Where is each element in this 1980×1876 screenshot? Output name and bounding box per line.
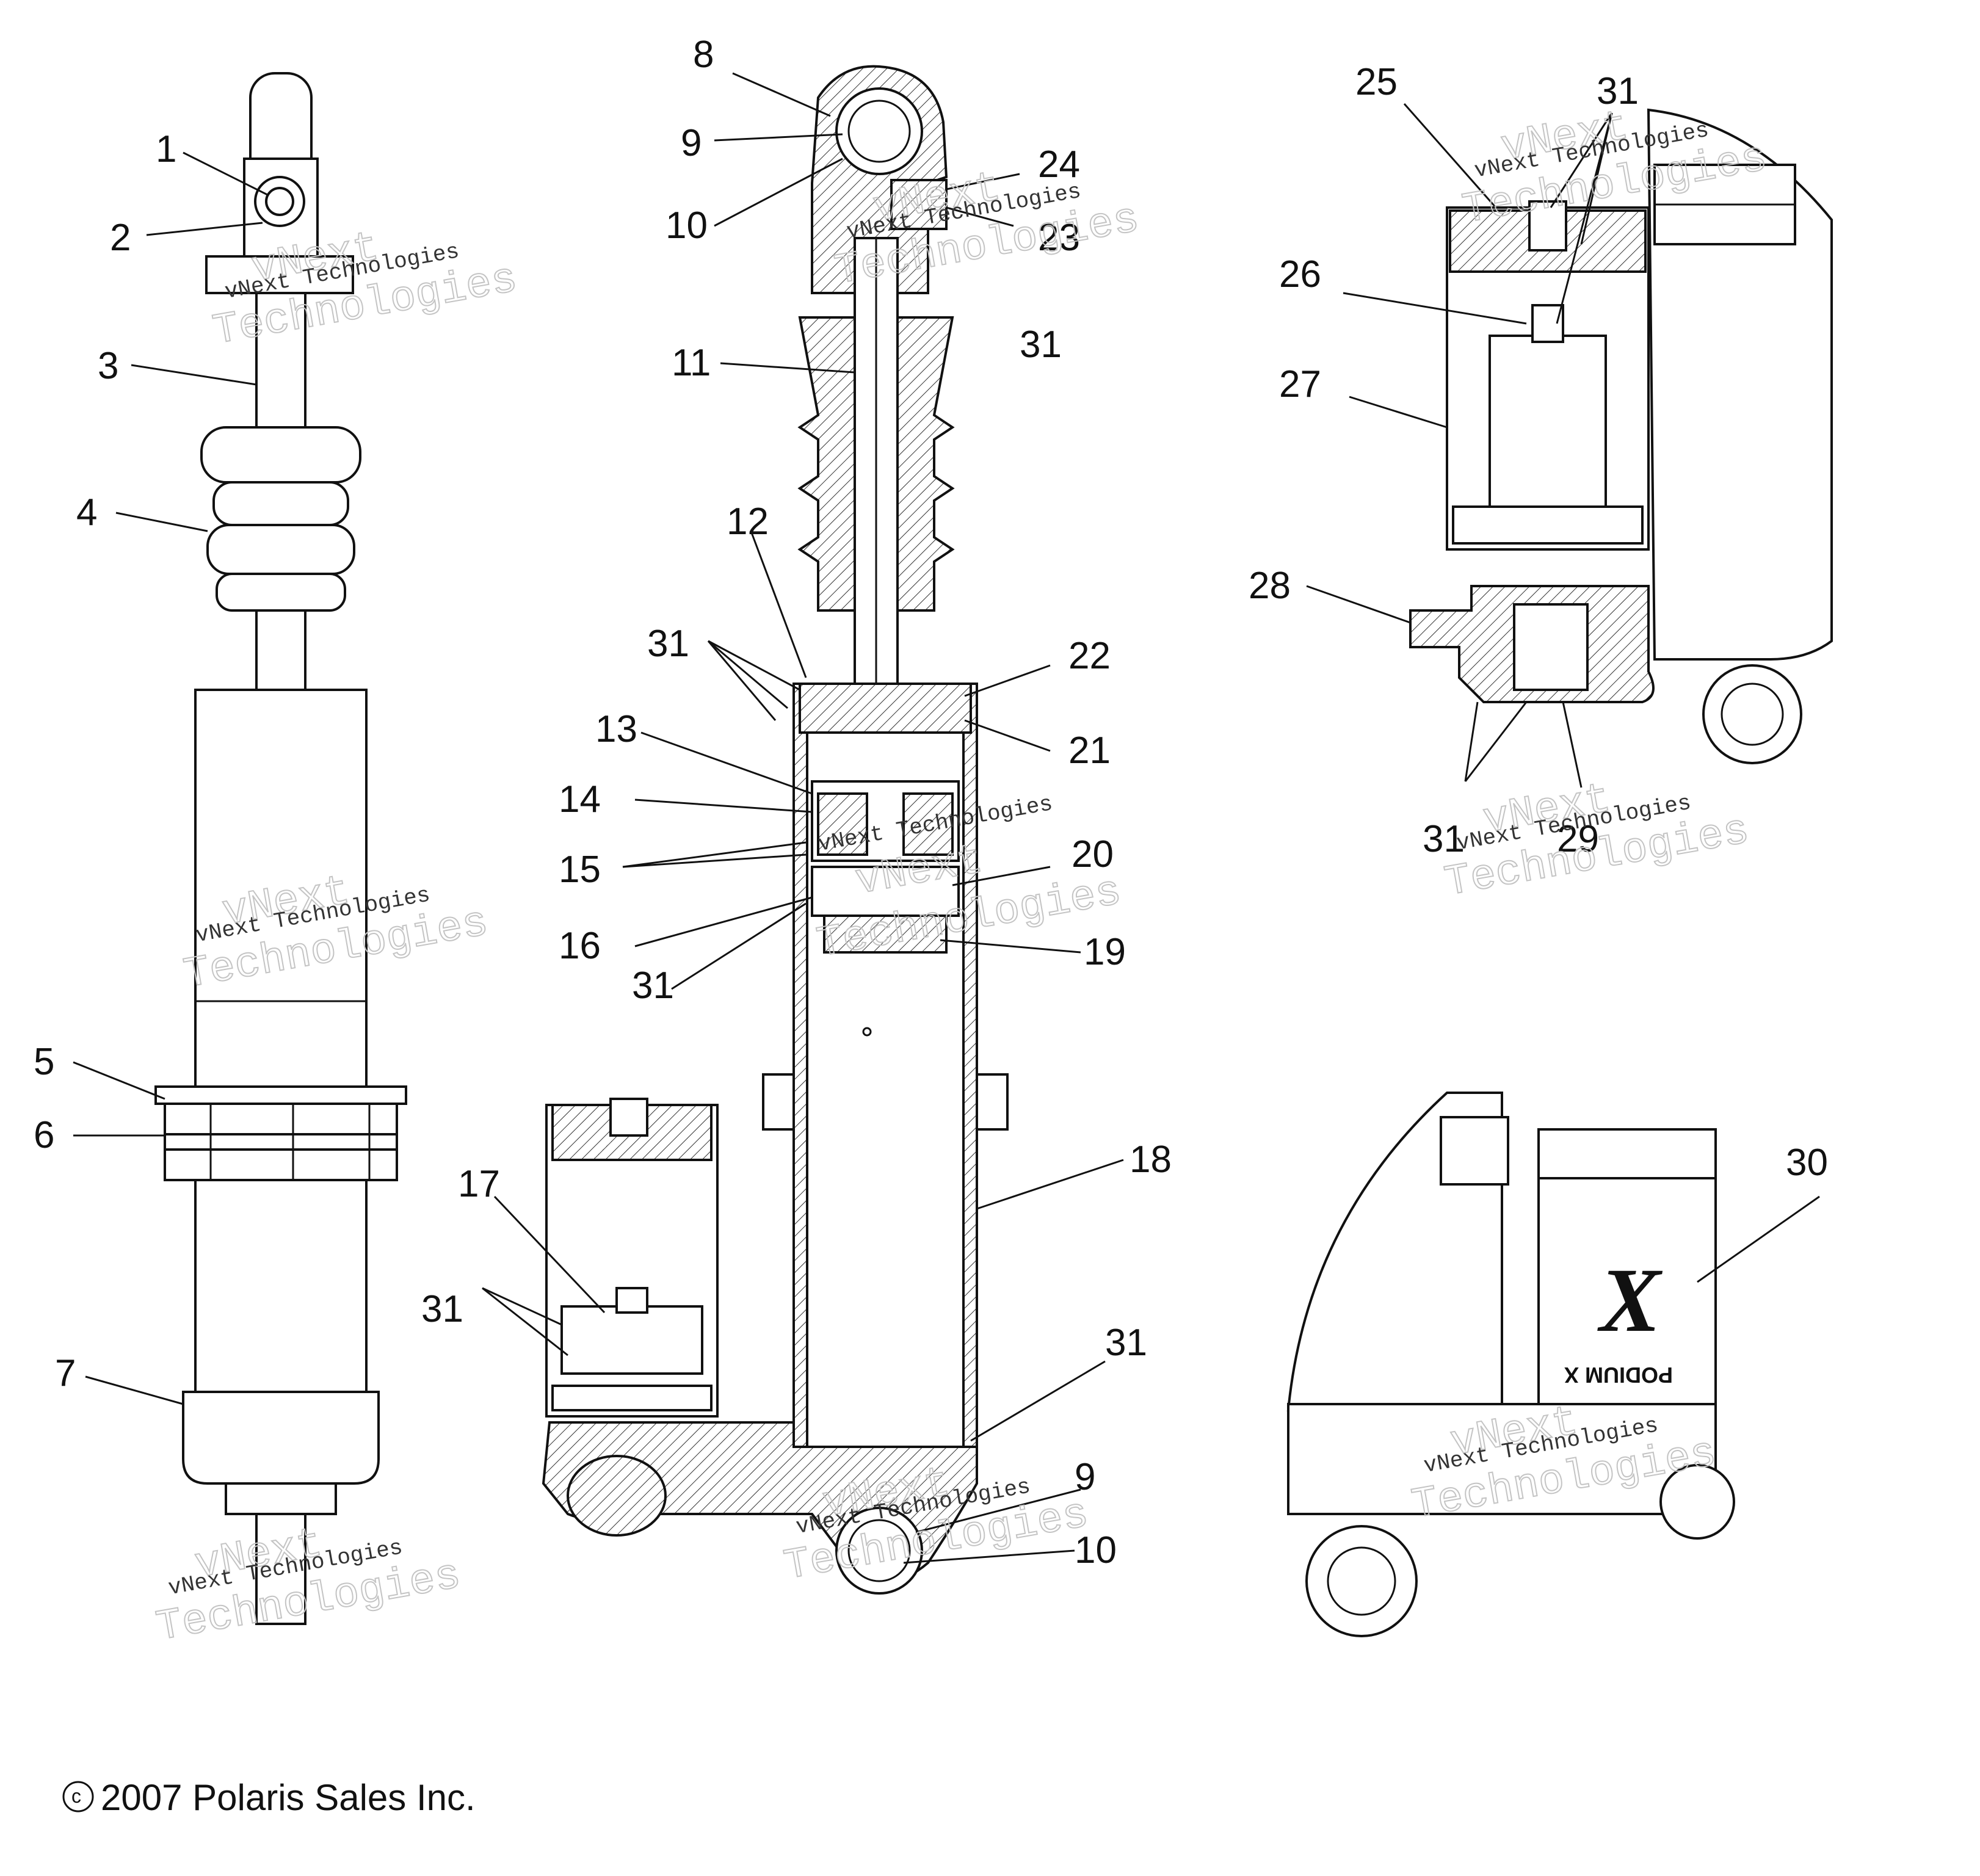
callout-9-bottom: 9 — [1075, 1456, 1095, 1498]
center-reservoir — [545, 1098, 719, 1418]
callout-8: 8 — [693, 34, 714, 76]
ifp — [1489, 335, 1607, 508]
callout-31-cap: 31 — [1597, 70, 1639, 112]
callout-4: 4 — [76, 491, 97, 534]
callout-30: 30 — [1786, 1142, 1828, 1184]
callout-23: 23 — [1038, 217, 1080, 259]
copyright-symbol: c — [71, 1785, 81, 1807]
eyelet-exterior — [1702, 664, 1802, 764]
callout-labels: 1 2 3 4 5 6 7 8 9 10 11 12 13 14 15 16 1… — [34, 34, 1828, 1571]
callout-2: 2 — [110, 217, 131, 259]
copyright-icon — [62, 1781, 94, 1813]
callout-18: 18 — [1130, 1139, 1172, 1181]
lower-eyelet-exterior — [1305, 1525, 1418, 1637]
callout-12: 12 — [727, 501, 769, 543]
callout-11: 11 — [672, 342, 711, 384]
decal-model: PODIUM X — [1564, 1363, 1673, 1388]
spring-collar — [154, 1085, 407, 1181]
callout-31-valve: 31 — [1423, 818, 1465, 860]
callout-27: 27 — [1279, 363, 1321, 405]
collar-exterior-lower — [1440, 1116, 1509, 1186]
callout-19: 19 — [1084, 931, 1126, 973]
callout-25: 25 — [1355, 61, 1398, 103]
decal: X PODIUM X — [1564, 1250, 1673, 1388]
leader-lines — [73, 72, 1820, 1564]
callout-3: 3 — [98, 345, 118, 387]
callout-1: 1 — [156, 128, 176, 170]
callout-22: 22 — [1068, 635, 1111, 677]
callout-15: 15 — [559, 849, 601, 891]
copyright-notice: c 2007 Polaris Sales Inc. — [62, 1777, 476, 1818]
center-shock-cutaway — [542, 65, 1009, 1595]
callout-16: 16 — [559, 925, 601, 967]
callout-31-seal: 31 — [647, 623, 689, 665]
callout-14: 14 — [559, 778, 601, 820]
callout-31-adjuster: 31 — [1020, 324, 1062, 366]
watermark-3: vNext Technologies vNext Technologies — [1459, 103, 1771, 236]
callout-31-reservoir: 31 — [421, 1288, 463, 1330]
shaft-lower — [255, 609, 306, 691]
callout-24: 24 — [1038, 143, 1080, 186]
callout-9-top: 9 — [681, 122, 702, 164]
callout-13: 13 — [595, 708, 637, 750]
callout-7: 7 — [55, 1352, 76, 1394]
lower-eyelet — [225, 1482, 337, 1515]
left-shock-exterior — [154, 72, 407, 1625]
ifp-bleed — [1531, 304, 1564, 343]
bump-stop-section — [797, 316, 955, 612]
callout-29: 29 — [1557, 818, 1599, 860]
decal-brand: X — [1597, 1250, 1663, 1351]
collar-left — [762, 1073, 795, 1131]
top-right-reservoir-detail — [1409, 108, 1833, 764]
rebound-adjuster — [890, 179, 948, 230]
adjuster-knob-exterior — [1659, 1464, 1735, 1540]
callout-10-top: 10 — [665, 205, 708, 247]
callout-31-body: 31 — [1105, 1322, 1147, 1364]
callout-6: 6 — [34, 1114, 54, 1156]
copyright-text: 2007 Polaris Sales Inc. — [101, 1777, 476, 1818]
callout-17: 17 — [458, 1163, 500, 1205]
bump-stop — [200, 426, 361, 612]
body-exterior — [1647, 108, 1833, 661]
collar-right — [976, 1073, 1009, 1131]
bearing-center — [265, 187, 294, 216]
callout-26: 26 — [1279, 253, 1321, 295]
compression-adjuster — [567, 1455, 667, 1537]
callout-28: 28 — [1249, 565, 1291, 607]
valve-stack — [1513, 603, 1589, 691]
schrader-valve — [1528, 200, 1567, 252]
callout-21: 21 — [1068, 730, 1111, 772]
callout-31-piston: 31 — [632, 965, 674, 1007]
seal-head — [799, 683, 972, 734]
callout-20: 20 — [1072, 833, 1114, 875]
callout-5: 5 — [34, 1041, 54, 1083]
callout-10-bottom: 10 — [1075, 1529, 1117, 1571]
shock-body — [194, 689, 368, 1393]
bottom-right-exterior: X PODIUM X — [1286, 1092, 1735, 1637]
lower-mount — [255, 1513, 306, 1625]
shaft-nut — [823, 914, 948, 954]
lower-bridge-exterior — [1287, 1403, 1717, 1515]
watermark-6: vNext Technologies vNext Technologies — [1441, 775, 1753, 908]
lower-cap — [182, 1391, 380, 1485]
